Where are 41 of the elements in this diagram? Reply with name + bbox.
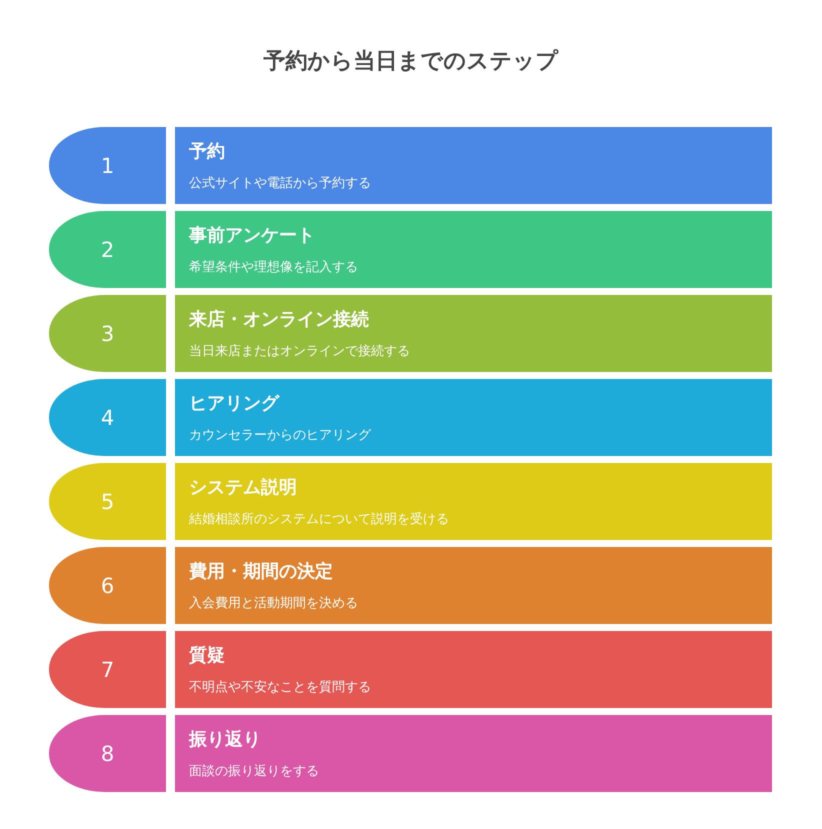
- step-tab: [49, 547, 166, 624]
- step-band: [175, 295, 772, 372]
- step-tab: [49, 631, 166, 708]
- step-description: 不明点や不安なことを質問する: [189, 679, 371, 696]
- step-band: [175, 127, 772, 204]
- step-band: [175, 379, 772, 456]
- step-title: 質疑: [189, 644, 225, 667]
- step-title: ヒアリング: [189, 392, 279, 415]
- step-band: [175, 715, 772, 792]
- step-title: 予約: [189, 140, 225, 163]
- step-title: 事前アンケート: [189, 224, 315, 247]
- step-tab: [49, 463, 166, 540]
- step-title: 費用・期間の決定: [189, 560, 333, 583]
- step-description: 当日来店またはオンラインで接続する: [189, 343, 410, 360]
- step-description: 公式サイトや電話から予約する: [189, 175, 371, 192]
- diagram-title: 予約から当日までのステップ: [262, 48, 560, 76]
- step-band: [175, 463, 772, 540]
- step-band: [175, 211, 772, 288]
- step-number: 4: [100, 406, 114, 430]
- step-description: 入会費用と活動期間を決める: [189, 595, 358, 612]
- step-tab: [49, 295, 166, 372]
- step-tab: [49, 379, 166, 456]
- step-number: 5: [100, 490, 114, 514]
- step-number: 2: [100, 238, 114, 262]
- step-title: システム説明: [189, 476, 297, 499]
- step-description: 希望条件や理想像を記入する: [189, 259, 358, 276]
- step-band: [175, 631, 772, 708]
- step-title: 来店・オンライン接続: [189, 308, 369, 331]
- step-tab: [49, 211, 166, 288]
- step-tab: [49, 715, 166, 792]
- step-number: 3: [100, 322, 114, 346]
- step-title: 振り返り: [189, 728, 261, 751]
- step-number: 1: [100, 154, 114, 178]
- step-description: 結婚相談所のシステムについて説明を受ける: [189, 511, 449, 528]
- step-number: 7: [100, 658, 114, 682]
- step-tab: [49, 127, 166, 204]
- step-number: 8: [100, 742, 114, 766]
- step-description: カウンセラーからのヒアリング: [189, 427, 371, 444]
- step-number: 6: [100, 574, 114, 598]
- step-description: 面談の振り返りをする: [189, 763, 319, 780]
- step-band: [175, 547, 772, 624]
